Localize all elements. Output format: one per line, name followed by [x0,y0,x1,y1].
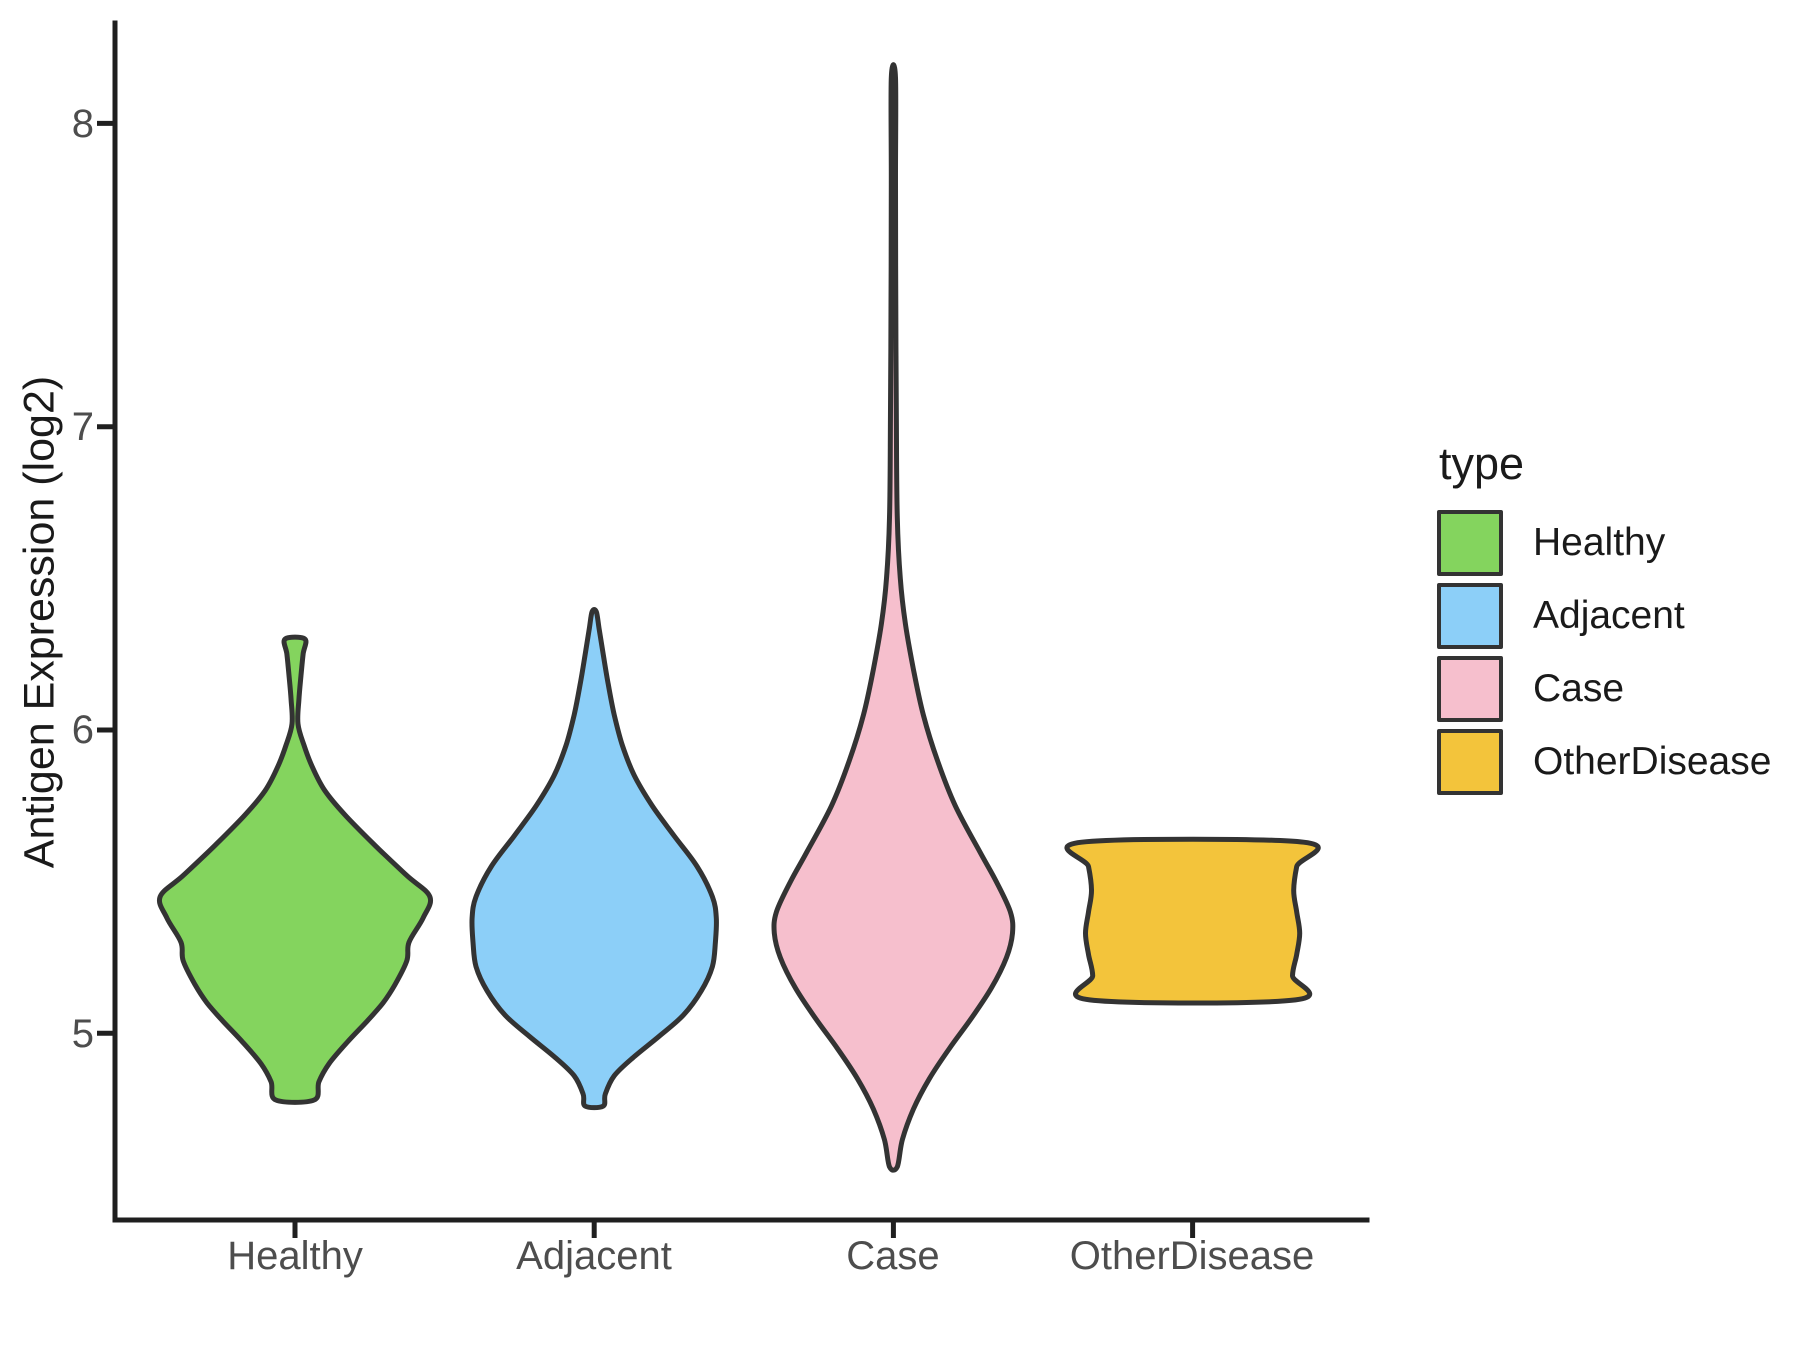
legend-key-otherdisease [1437,729,1503,795]
y-tick-label: 5 [71,1012,94,1056]
violin-adjacent [469,607,719,1111]
violin-otherdisease [1064,836,1321,1006]
violin-case [771,62,1016,1173]
x-tick-label-case: Case [846,1234,940,1278]
axis-lines [112,20,1370,1223]
legend-key-healthy [1437,510,1503,576]
legend-entry-otherdisease: OtherDisease [1437,729,1771,795]
y-tick-label: 7 [71,405,94,449]
legend-key-adjacent [1437,583,1503,649]
x-tick-label-adjacent: Adjacent [516,1234,672,1278]
violin-healthy [156,634,434,1105]
x-tick-label-healthy: Healthy [227,1234,363,1278]
legend-title: type [1439,438,1525,489]
x-tick-label-otherdisease: OtherDisease [1069,1234,1315,1278]
y-tick-label: 6 [71,708,94,752]
legend-entry-healthy: Healthy [1437,510,1771,576]
legend-label-healthy: Healthy [1533,521,1666,564]
legend-entry-adjacent: Adjacent [1437,583,1771,649]
legend-entry-case: Case [1437,656,1771,722]
legend-key-case [1437,656,1503,722]
y-tick-label: 8 [71,102,94,146]
legend-label-case: Case [1533,667,1625,710]
legend-label-otherdisease: OtherDisease [1533,740,1772,783]
legend: type Healthy Adjacent Case OtherDisease [1437,438,1771,802]
legend-label-adjacent: Adjacent [1533,594,1685,637]
